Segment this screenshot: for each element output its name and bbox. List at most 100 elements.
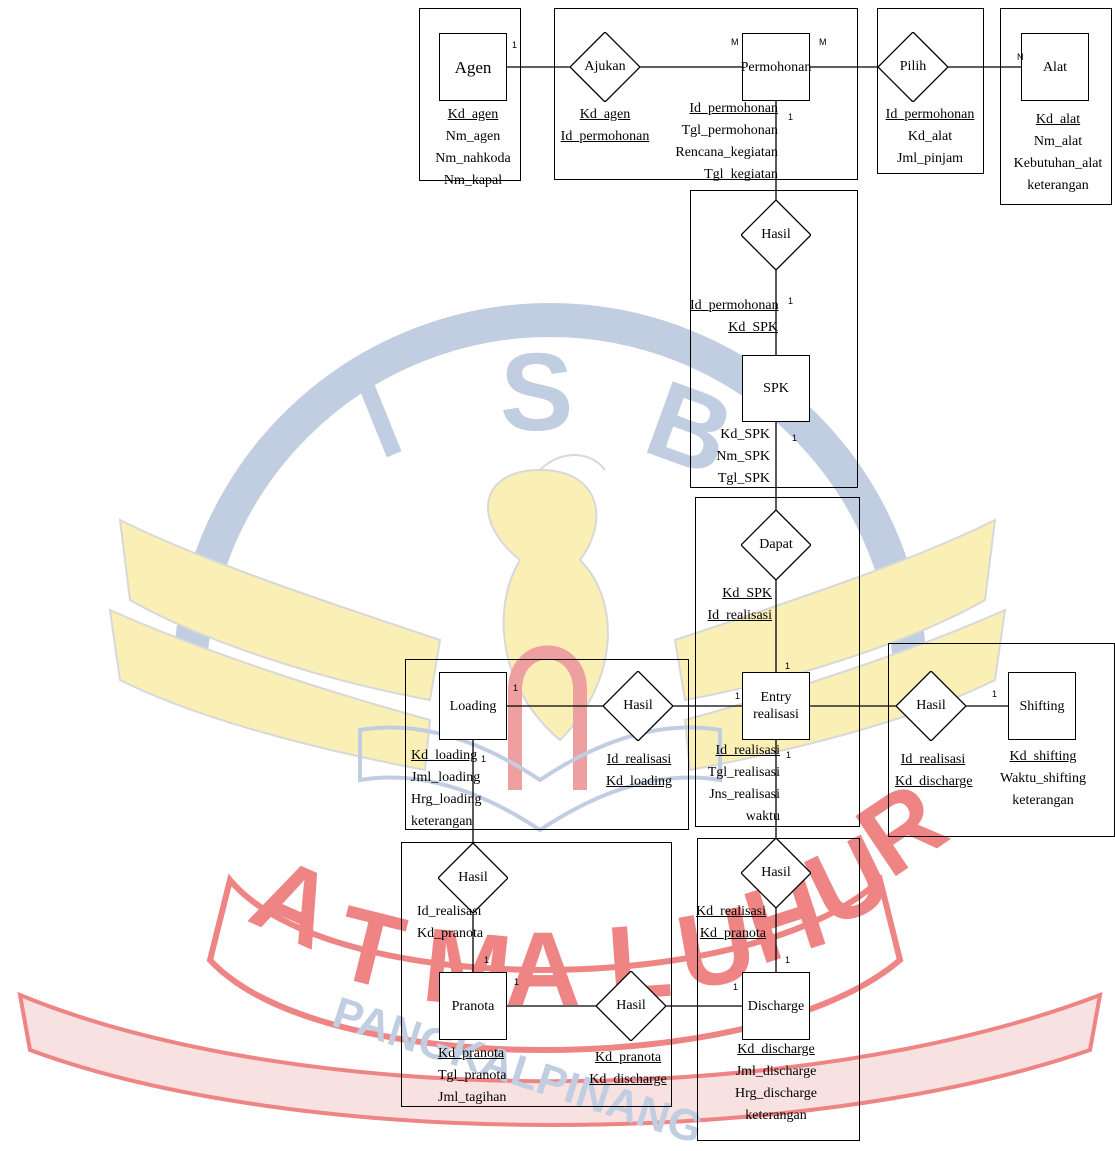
key-attribute: Kd_pranota xyxy=(699,926,766,941)
attributes-spk: Kd_SPK Nm_SPK Tgl_SPK xyxy=(700,424,770,490)
attribute: Waktu_shifting xyxy=(1000,771,1086,786)
entity-discharge: Discharge xyxy=(742,972,810,1040)
cardinality-pranota-top: 1 xyxy=(484,955,490,965)
attribute: Nm_agen xyxy=(445,129,501,144)
key-attribute: Kd_discharge xyxy=(589,1072,667,1087)
attribute: Kebutuhan_alat xyxy=(1013,156,1103,171)
key-attribute: Kd_discharge xyxy=(737,1042,815,1057)
attribute: Tgl_SPK xyxy=(717,471,770,486)
group-box-pranota xyxy=(401,842,672,1107)
watermark-ring xyxy=(173,303,927,681)
key-attribute: Id_realisasi xyxy=(606,752,672,767)
cardinality-dapat-entry: 1 xyxy=(785,661,791,671)
entity-permohonan: Permohonan xyxy=(741,33,811,101)
cardinality-discharge-top: 1 xyxy=(785,955,791,965)
relationship-hasil-loading: Hasil xyxy=(603,671,673,741)
relationship-dapat: Dapat xyxy=(741,510,811,580)
watermark-letter: S xyxy=(500,331,573,454)
key-attribute: Kd_SPK xyxy=(728,320,778,335)
key-attribute: Kd_loading xyxy=(605,774,673,789)
attribute: keterangan xyxy=(1027,178,1089,193)
attribute: keterangan xyxy=(745,1108,807,1123)
attribute: Jml_loading xyxy=(411,770,481,785)
relationship-hasil-pranota: Hasil xyxy=(438,843,508,913)
key-attribute: Id_permohonan xyxy=(885,107,975,122)
watermark-wing-right xyxy=(673,518,997,702)
relationship-hasil-spk: Hasil xyxy=(741,200,811,270)
attribute: Hrg_discharge xyxy=(735,1086,817,1101)
cardinality-agen-ajukan: 1 xyxy=(512,40,518,50)
attribute: keterangan xyxy=(411,814,473,829)
group-box-agen xyxy=(419,8,521,181)
key-attribute: Kd_pranota xyxy=(594,1050,662,1065)
key-attribute: Id_permohonan xyxy=(689,101,778,116)
cardinality-loading-hasil: 1 xyxy=(513,683,519,693)
cardinality-permohonan-pilih: M xyxy=(819,37,827,47)
relationship-hasil-pranota-discharge: Hasil xyxy=(596,971,666,1041)
attribute: Kd_SPK xyxy=(720,427,770,442)
attribute: Tgl_realisasi xyxy=(707,765,780,780)
watermark-book xyxy=(358,725,722,833)
attribute: Tgl_kegiatan xyxy=(704,167,778,182)
relationship-hasil-shifting: Hasil xyxy=(896,671,966,741)
attribute: Tgl_permohonan xyxy=(681,123,778,138)
entity-alat: Alat xyxy=(1021,33,1089,101)
key-attribute: Id_permohonan xyxy=(560,129,650,144)
watermark-wing-left-2 xyxy=(108,608,432,772)
group-box-alat xyxy=(1000,8,1112,205)
cardinality-permohonan-hasil: 1 xyxy=(788,112,794,122)
relationship-pilih: Pilih xyxy=(878,32,948,102)
watermark-wing-left xyxy=(118,518,442,702)
entity-shifting: Shifting xyxy=(1008,672,1076,740)
cardinality-hasil-spk: 1 xyxy=(788,296,794,306)
key-attribute: Id_permohonan xyxy=(690,298,779,313)
cardinality-pranota-right: 1 xyxy=(514,977,520,987)
key-attribute: Kd_SPK xyxy=(722,586,772,601)
cardinality-loading-pranota-hasil: 1 xyxy=(481,754,487,764)
group-box-loading xyxy=(405,659,689,830)
entity-entry-realisasi: Entry realisasi xyxy=(742,672,810,740)
cardinality-discharge-left: 1 xyxy=(733,982,739,992)
group-box-discharge xyxy=(697,838,860,1141)
key-attribute: Kd_agen xyxy=(579,107,631,122)
key-attribute: Kd_agen xyxy=(447,107,499,122)
key-attribute: Kd_discharge xyxy=(895,774,973,789)
attribute: Jml_pinjam xyxy=(896,151,964,166)
group-box-permohonan xyxy=(554,8,858,180)
attribute: Tgl_pranota xyxy=(438,1068,507,1083)
key-attribute: Id_realisasi xyxy=(900,752,966,767)
cardinality-ajukan-permohonan: M xyxy=(731,37,739,47)
key-attribute: Kd_pranota xyxy=(438,1046,505,1061)
attribute: Nm_SPK xyxy=(716,449,770,464)
relationship-ajukan: Ajukan xyxy=(570,32,640,102)
key-attribute: Id_realisasi xyxy=(707,608,772,623)
entity-loading: Loading xyxy=(439,672,507,740)
attribute: Kd_alat xyxy=(907,129,953,144)
attribute: keterangan xyxy=(1012,793,1074,808)
key-attribute: Kd_realisasi xyxy=(696,904,766,919)
group-box-spk xyxy=(690,190,858,488)
relationship-hasil-discharge: Hasil xyxy=(741,838,811,908)
cardinality-entry-hasil-left: 1 xyxy=(735,691,741,701)
attribute: Jml_discharge xyxy=(735,1064,817,1079)
cardinality-pilih-alat: N xyxy=(1017,52,1024,62)
attribute: Nm_kapal xyxy=(443,173,503,188)
cardinality-spk-dapat: 1 xyxy=(792,433,798,443)
key-attribute: Id_realisasi xyxy=(715,743,780,758)
watermark-red-arc xyxy=(206,873,904,1053)
attribute: Rencana_kegiatan xyxy=(675,145,778,160)
